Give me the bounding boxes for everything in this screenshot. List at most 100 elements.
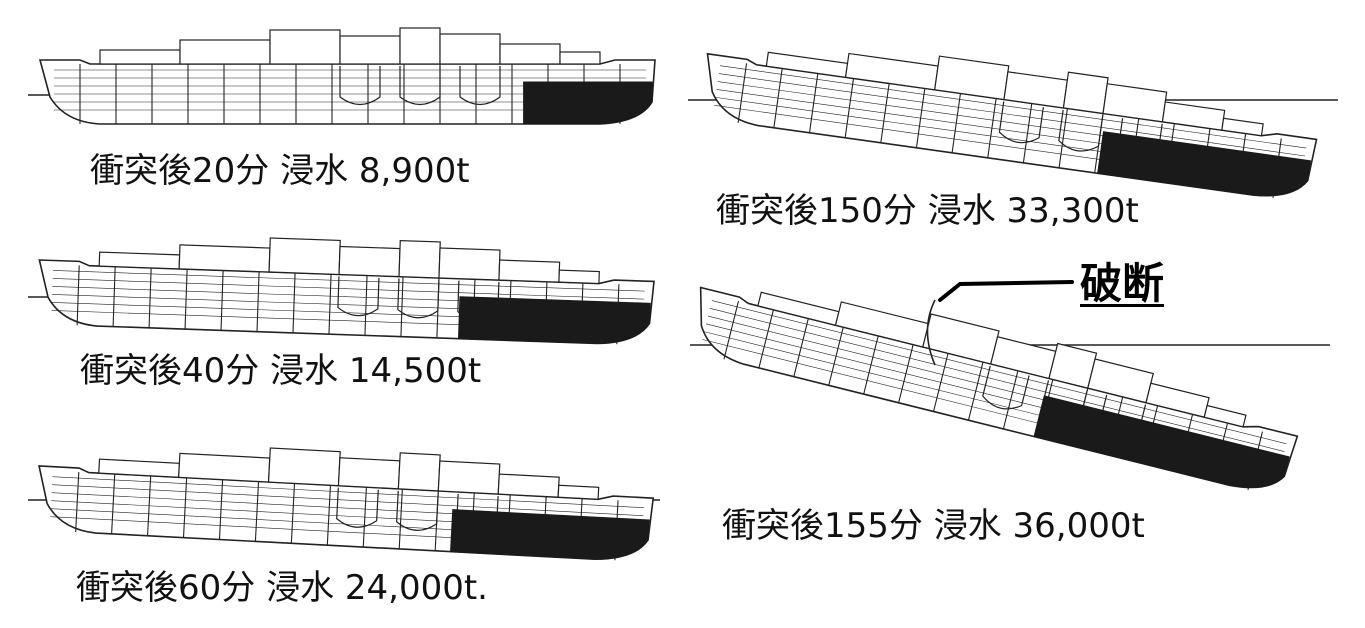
ship-20min-deckhouse — [179, 39, 271, 65]
ship-60min-deckhouse — [267, 447, 341, 487]
ship-40min-deck-line — [53, 270, 645, 292]
ship-155min — [699, 286, 1299, 491]
ship-155min-bulkhead — [1002, 370, 1019, 430]
break-pointer — [938, 280, 1074, 302]
ship-40min-deckhouse — [398, 239, 441, 279]
caption-155min: 衝突後155分 浸水 36,000t — [722, 506, 1145, 546]
ship-150min-bulkhead — [880, 83, 890, 143]
ship-20min-deckhouse — [439, 33, 501, 65]
ship-40min — [38, 237, 655, 345]
ship-40min-bulkhead — [292, 272, 296, 333]
caption-150min: 衝突後150分 浸水 33,300t — [716, 191, 1139, 231]
ship-40min-bulkhead — [148, 267, 152, 328]
ship-40min-deck-line — [52, 278, 645, 300]
ship-155min-deckhouse — [1203, 404, 1247, 428]
ship-40min-flooded-area — [457, 296, 651, 344]
ship-150min — [706, 51, 1318, 198]
ship-40min-bulkhead — [328, 274, 332, 335]
ship-155min-bulkhead — [967, 361, 984, 421]
ship-150min-bulkhead — [1058, 108, 1068, 168]
ship-60min-bulkhead — [218, 479, 224, 540]
ship-40min-bulkhead — [112, 266, 116, 327]
ship-20min-deckhouse — [559, 51, 601, 65]
ship-150min-bulkhead — [987, 98, 997, 158]
ship-60min-deck-line — [52, 476, 644, 508]
ship-20min-deckhouse — [399, 27, 441, 65]
ship-40min-deckhouse — [268, 237, 341, 276]
ship-60min-deckhouse — [397, 452, 441, 492]
ship-60min-bulkhead — [182, 477, 188, 538]
ship-150min-deckhouse — [1062, 71, 1109, 115]
ship-150min-bulkhead — [773, 68, 783, 128]
ship-60min-flooded-area — [450, 509, 650, 560]
ship-60min-boiler-room — [396, 490, 439, 531]
ship-150min-bulkhead — [808, 73, 819, 133]
ship-40min-deckhouse — [98, 251, 181, 270]
break-label: 破断 — [1080, 259, 1165, 308]
ship-155min-deck-line — [709, 308, 1285, 452]
ship-60min-bulkhead — [290, 483, 296, 544]
ship-150min-bulkhead — [951, 93, 961, 153]
ship-155min-bulkhead — [793, 318, 809, 377]
ship-40min-bulkhead — [364, 275, 368, 336]
ship-20min-deckhouse — [269, 29, 341, 65]
ship-40min-deckhouse — [438, 247, 501, 281]
ship-40min-deckhouse — [558, 269, 600, 285]
ship-150min-flooded-area — [1097, 131, 1312, 197]
ship-20min-boiler-room — [459, 66, 501, 106]
ship-60min-boiler-room — [336, 487, 379, 528]
ship-40min-deckhouse — [178, 244, 271, 273]
ship-60min-bulkhead — [398, 488, 403, 549]
ship-20min — [38, 27, 656, 125]
ship-155min-deck-line — [711, 300, 1287, 445]
ship-60min-deckhouse — [557, 484, 600, 500]
ship-20min-flooded-area — [523, 81, 653, 125]
ship-155min-bulkhead — [863, 335, 879, 395]
ship-40min-boiler-room — [397, 278, 440, 319]
ship-40min-deckhouse — [498, 259, 561, 283]
ship-150min-bulkhead — [844, 78, 855, 138]
ship-40min-bulkhead — [400, 276, 404, 337]
ship-150min-boiler-room — [1058, 109, 1104, 152]
caption-20min: 衝突後20分 浸水 8,900t — [90, 151, 470, 191]
ship-40min-bulkhead — [220, 270, 224, 331]
hull-fracture-line — [926, 299, 936, 366]
ship-40min-bulkhead — [256, 271, 260, 332]
caption-40min: 衝突後40分 浸水 14,500t — [80, 351, 482, 391]
ship-20min-boiler-room — [339, 66, 381, 106]
ship-150min-bulkhead — [915, 88, 926, 148]
ship-40min-deckhouse — [338, 245, 401, 278]
ship-155min-bulkhead — [933, 353, 949, 412]
caption-60min: 衝突後60分 浸水 24,000t. — [76, 568, 488, 608]
ship-150min-boiler-room — [998, 101, 1044, 144]
ship-60min-bulkhead — [111, 473, 116, 534]
ship-155min-bulkhead — [758, 309, 774, 369]
ship-150min-deck-line — [718, 73, 1306, 157]
ship-40min-boiler-room — [337, 276, 380, 317]
ship-60min-bulkhead — [254, 481, 260, 542]
ship-20min-deckhouse — [499, 43, 561, 65]
ship-155min-bulkhead — [828, 327, 844, 386]
ship-60min-deckhouse — [337, 457, 401, 490]
ship-155min-boiler-room — [982, 365, 1030, 410]
ship-60min-bulkhead — [147, 475, 152, 536]
ship-60min-deckhouse — [497, 473, 560, 498]
ship-150min-deck-line — [719, 65, 1307, 149]
ship-150min-bulkhead — [737, 63, 748, 123]
ship-60min-deck-line — [52, 484, 644, 516]
ship-60min-deckhouse — [178, 452, 271, 483]
ship-20min-boiler-room — [399, 66, 441, 106]
ship-20min-deckhouse — [339, 35, 401, 65]
ship-60min-bulkhead — [326, 485, 331, 546]
ship-150min-deckhouse — [1221, 117, 1264, 137]
ship-20min-deckhouse — [99, 49, 181, 65]
ship-60min — [38, 447, 655, 561]
ship-155min-flooded-area — [1033, 395, 1290, 488]
ship-60min-deckhouse — [437, 460, 501, 495]
ship-60min-bulkhead — [362, 487, 367, 548]
ship-60min-bulkhead — [75, 472, 80, 533]
ship-40min-bulkhead — [184, 269, 188, 330]
ship-40min-bulkhead — [76, 265, 80, 326]
ship-155min-bulkhead — [723, 300, 740, 360]
